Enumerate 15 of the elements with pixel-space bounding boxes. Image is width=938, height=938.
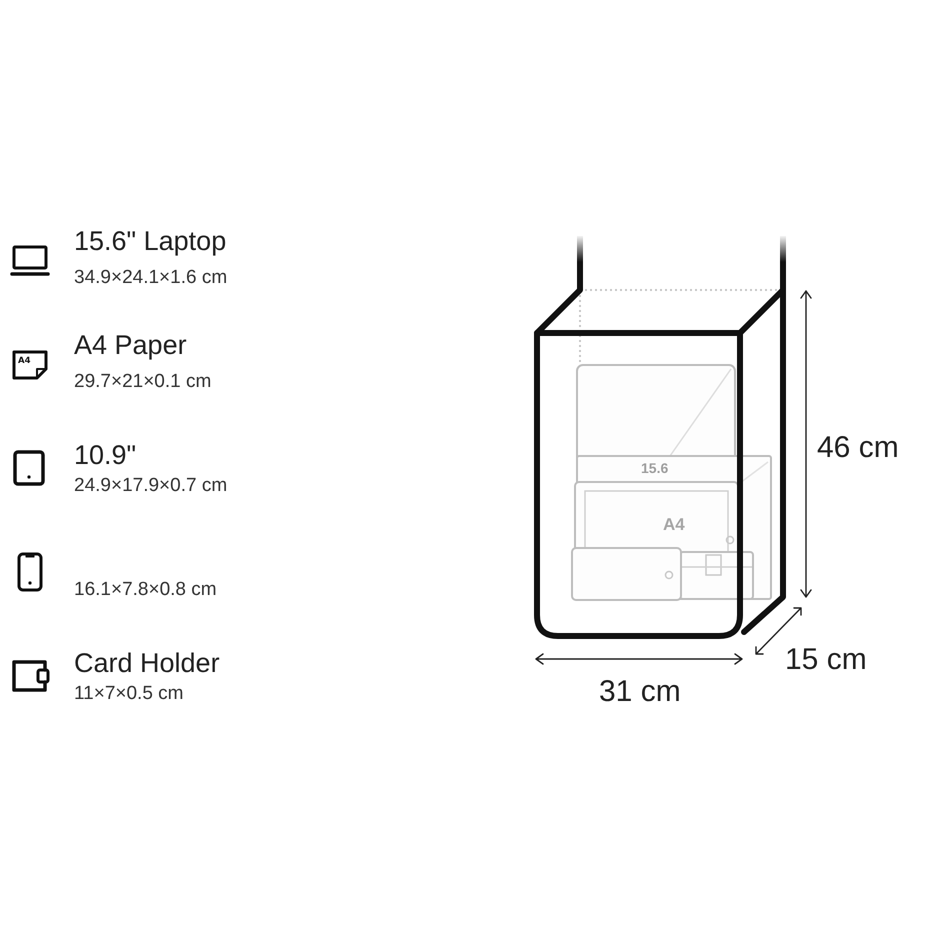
item-dimensions: 16.1×7.8×0.8 cm: [74, 580, 217, 601]
item-name: 15.6" Laptop: [74, 227, 226, 257]
item-dimensions: 11×7×0.5 cm: [74, 684, 184, 705]
item-dimensions: 24.9×17.9×0.7 cm: [74, 476, 228, 497]
item-dimensions: 29.7×21×0.1 cm: [74, 372, 212, 393]
item-dimensions: 34.9×24.1×1.6 cm: [74, 268, 228, 289]
dimension-label: 31 cm: [599, 675, 681, 708]
device-marking: A4: [663, 516, 685, 533]
dimension-label: 46 cm: [817, 431, 899, 464]
dimension-label: 15 cm: [785, 643, 867, 676]
item-name: A4 Paper: [74, 331, 187, 361]
item-name: Card Holder: [74, 649, 220, 679]
document-icon: A4: [12, 350, 48, 380]
device-marking: 15.6: [641, 461, 668, 475]
item-name: 10.9": [74, 441, 136, 471]
